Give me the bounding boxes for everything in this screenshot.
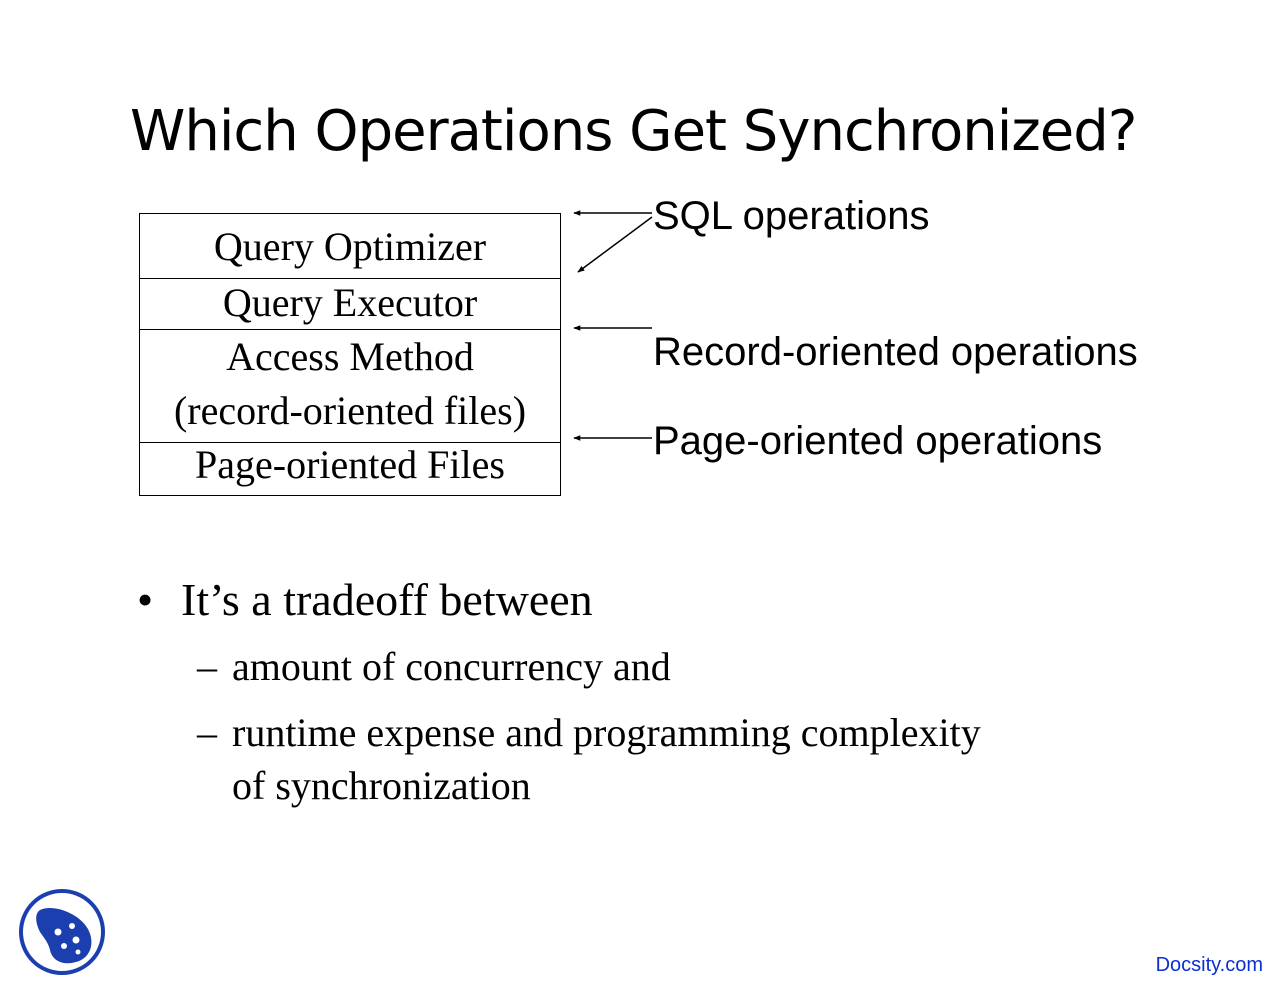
sub-bullet-runtime: runtime expense and programming complexi… bbox=[232, 710, 981, 755]
bullet-main: It’s a tradeoff between bbox=[181, 574, 593, 625]
layer-access-method-sub: (record-oriented files) bbox=[173, 388, 527, 433]
sub-bullet-concurrency: amount of concurrency and bbox=[232, 644, 671, 689]
layer-page-oriented-files: Page-oriented Files bbox=[195, 442, 505, 487]
layer-access-method: Access Method bbox=[226, 334, 474, 379]
layer-divider bbox=[140, 442, 560, 443]
annotation-record: Record-oriented operations bbox=[653, 330, 1138, 374]
layer-query-executor: Query Executor bbox=[222, 280, 478, 325]
annotation-page: Page-oriented operations bbox=[653, 419, 1103, 463]
layer-query-optimizer: Query Optimizer bbox=[213, 224, 487, 269]
annotation-sql: SQL operations bbox=[653, 194, 930, 238]
dash-marker: – bbox=[197, 644, 217, 689]
docsity-logo-icon[interactable] bbox=[18, 888, 106, 976]
arrow-sql-to-executor bbox=[577, 216, 653, 273]
layer-divider bbox=[140, 278, 560, 279]
sub-bullet-runtime-cont: of synchronization bbox=[232, 763, 531, 808]
layer-stack: Query Optimizer Query Executor Access Me… bbox=[139, 213, 561, 496]
bullet-marker: • bbox=[137, 574, 154, 625]
layer-divider bbox=[140, 329, 560, 330]
dash-marker: – bbox=[197, 710, 217, 755]
docsity-link[interactable]: Docsity.com bbox=[1155, 954, 1263, 976]
slide-title: Which Operations Get Synchronized? bbox=[130, 99, 1137, 164]
